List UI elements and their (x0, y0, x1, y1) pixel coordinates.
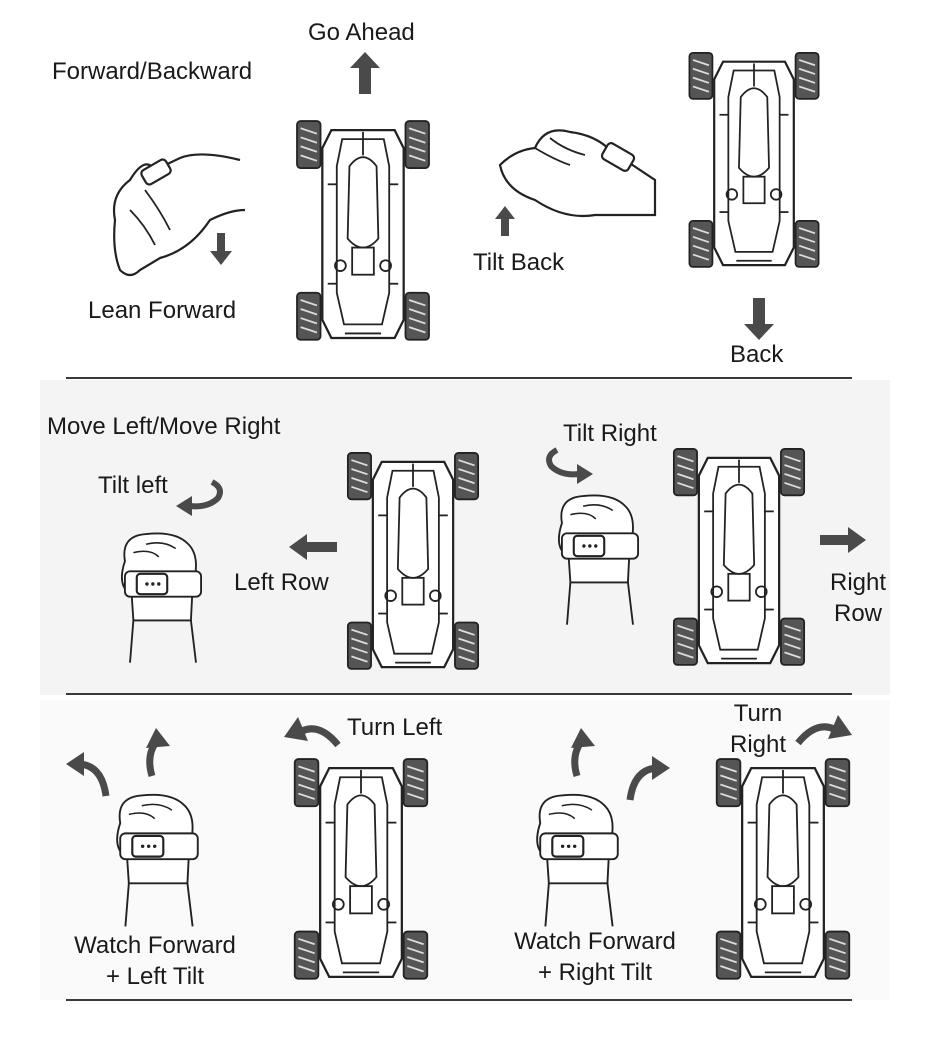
section-divider (66, 999, 852, 1001)
lean-forward-label: Lean Forward (88, 297, 237, 324)
car-top-view-icon (346, 451, 480, 670)
tilt-right-fist-icon (557, 494, 640, 626)
car-top-view-icon (672, 447, 806, 666)
lean-forward-arrow-icon (210, 233, 232, 265)
turn-right-label-line2: Right (729, 731, 787, 758)
watch-forward-right-fist-icon (536, 793, 619, 928)
section-divider (66, 377, 852, 379)
section-divider (66, 693, 852, 695)
tilt-back-hand-icon (498, 129, 657, 218)
tilt-left-fist-icon (120, 532, 203, 664)
curved-up-arrow-icon (146, 728, 170, 778)
go-ahead-arrow-icon (350, 52, 380, 94)
watch-forward-right-label-line1: Watch Forward (514, 928, 676, 955)
watch-forward-left-label-line2: + Left Tilt (105, 963, 205, 990)
section-title-move-left-right: Move Left/Move Right (47, 413, 281, 440)
tilt-right-label: Tilt Right (563, 420, 657, 447)
turn-right-arrow-icon (795, 715, 852, 746)
car-top-view-icon (688, 51, 820, 269)
watch-forward-left-fist-icon (116, 793, 199, 928)
tilt-back-label: Tilt Back (473, 249, 565, 276)
curved-right-arrow-icon (626, 756, 670, 801)
turn-left-label: Turn Left (347, 714, 443, 741)
watch-forward-left-label-line1: Watch Forward (74, 932, 236, 959)
curved-up-arrow-icon (571, 728, 595, 778)
back-label: Back (730, 341, 784, 368)
right-row-label-line1: Right (829, 569, 887, 596)
back-arrow-icon (744, 298, 774, 340)
car-top-view-icon (715, 757, 851, 980)
left-row-label: Left Row (234, 569, 329, 596)
left-row-arrow-icon (289, 534, 337, 560)
go-ahead-label: Go Ahead (308, 19, 415, 46)
turn-right-label-line1: Turn (733, 700, 783, 727)
rotate-left-arrow-icon (176, 479, 223, 516)
right-row-label-line2: Row (833, 600, 882, 627)
section-title-forward-backward: Forward/Backward (52, 58, 253, 85)
tilt-left-label: Tilt left (98, 472, 168, 499)
lean-forward-hand-icon (112, 153, 246, 277)
car-top-view-icon (293, 757, 429, 980)
watch-forward-right-label-line2: + Right Tilt (537, 959, 653, 986)
curved-left-arrow-icon (66, 752, 110, 797)
tilt-back-arrow-icon (495, 206, 515, 236)
rotate-right-arrow-icon (546, 447, 593, 484)
turn-left-arrow-icon (284, 717, 341, 748)
car-top-view-icon (295, 119, 431, 341)
right-row-arrow-icon (820, 527, 866, 553)
